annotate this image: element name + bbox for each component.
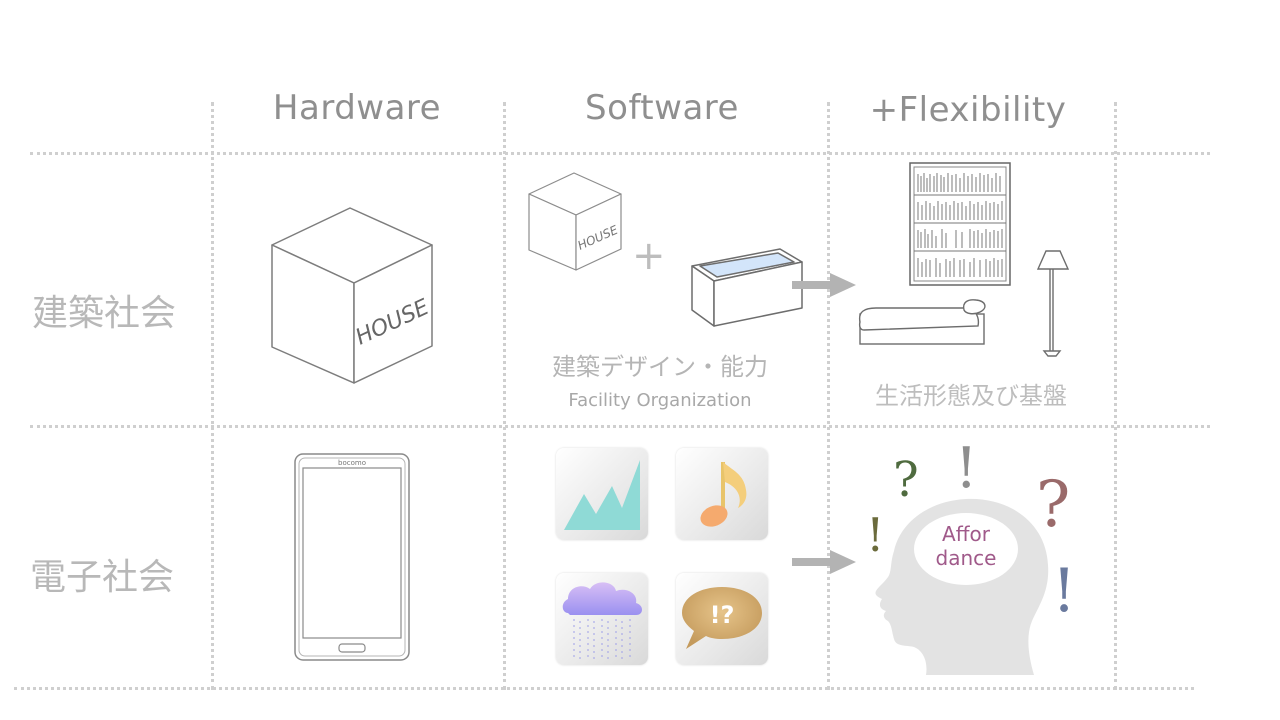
arrow-right-icon-2 bbox=[792, 550, 856, 574]
grid-line-bottom bbox=[14, 687, 1194, 690]
exclamation-mark-3: ! bbox=[1052, 556, 1077, 626]
software-caption-en: Facility Organization bbox=[568, 390, 752, 411]
smartphone-icon: bocomo bbox=[294, 453, 410, 661]
question-mark-1: ? bbox=[893, 452, 919, 508]
chart-app-icon[interactable] bbox=[556, 448, 648, 540]
arrow-right-icon bbox=[792, 273, 856, 297]
column-header-flexibility: +Flexibility bbox=[869, 90, 1067, 130]
grid-line-top bbox=[30, 152, 1210, 155]
row-header-electronic: 電子社会 bbox=[30, 557, 175, 598]
small-house-cube-icon: HOUSE bbox=[528, 172, 622, 271]
floor-lamp-icon bbox=[1036, 250, 1070, 357]
grid-line-col1 bbox=[211, 102, 214, 690]
affordance-line2: dance bbox=[936, 546, 997, 570]
house-cube-icon: HOUSE bbox=[271, 207, 433, 384]
software-caption-jp: 建築デザイン・能力 bbox=[552, 353, 768, 381]
grid-line-col2 bbox=[503, 102, 506, 690]
grid-line-middle bbox=[30, 425, 1210, 428]
bed-icon bbox=[858, 299, 986, 345]
speech-bubble-text: !? bbox=[710, 601, 735, 629]
phone-brand-label: bocomo bbox=[338, 459, 366, 467]
question-mark-2: ? bbox=[1036, 468, 1071, 542]
exclamation-mark-2: ! bbox=[866, 508, 885, 562]
rain-cloud-app-icon[interactable] bbox=[556, 573, 648, 665]
bathtub-icon bbox=[691, 248, 803, 327]
plus-sign: + bbox=[632, 233, 666, 279]
flexibility-caption: 生活形態及び基盤 bbox=[875, 382, 1067, 410]
exclamation-mark-1: ! bbox=[955, 436, 978, 501]
column-header-software: Software bbox=[585, 88, 739, 128]
speech-bubble-app-icon[interactable]: !? bbox=[676, 573, 768, 665]
row-header-architecture: 建築社会 bbox=[32, 293, 177, 334]
head-silhouette-icon: Affor dance bbox=[875, 498, 1049, 675]
grid-line-col4 bbox=[1114, 102, 1117, 690]
grid-line-col3 bbox=[827, 102, 830, 690]
affordance-line1: Affor bbox=[942, 522, 991, 546]
column-header-hardware: Hardware bbox=[272, 88, 442, 128]
bookshelf-icon bbox=[909, 162, 1011, 286]
music-app-icon[interactable] bbox=[676, 448, 768, 540]
